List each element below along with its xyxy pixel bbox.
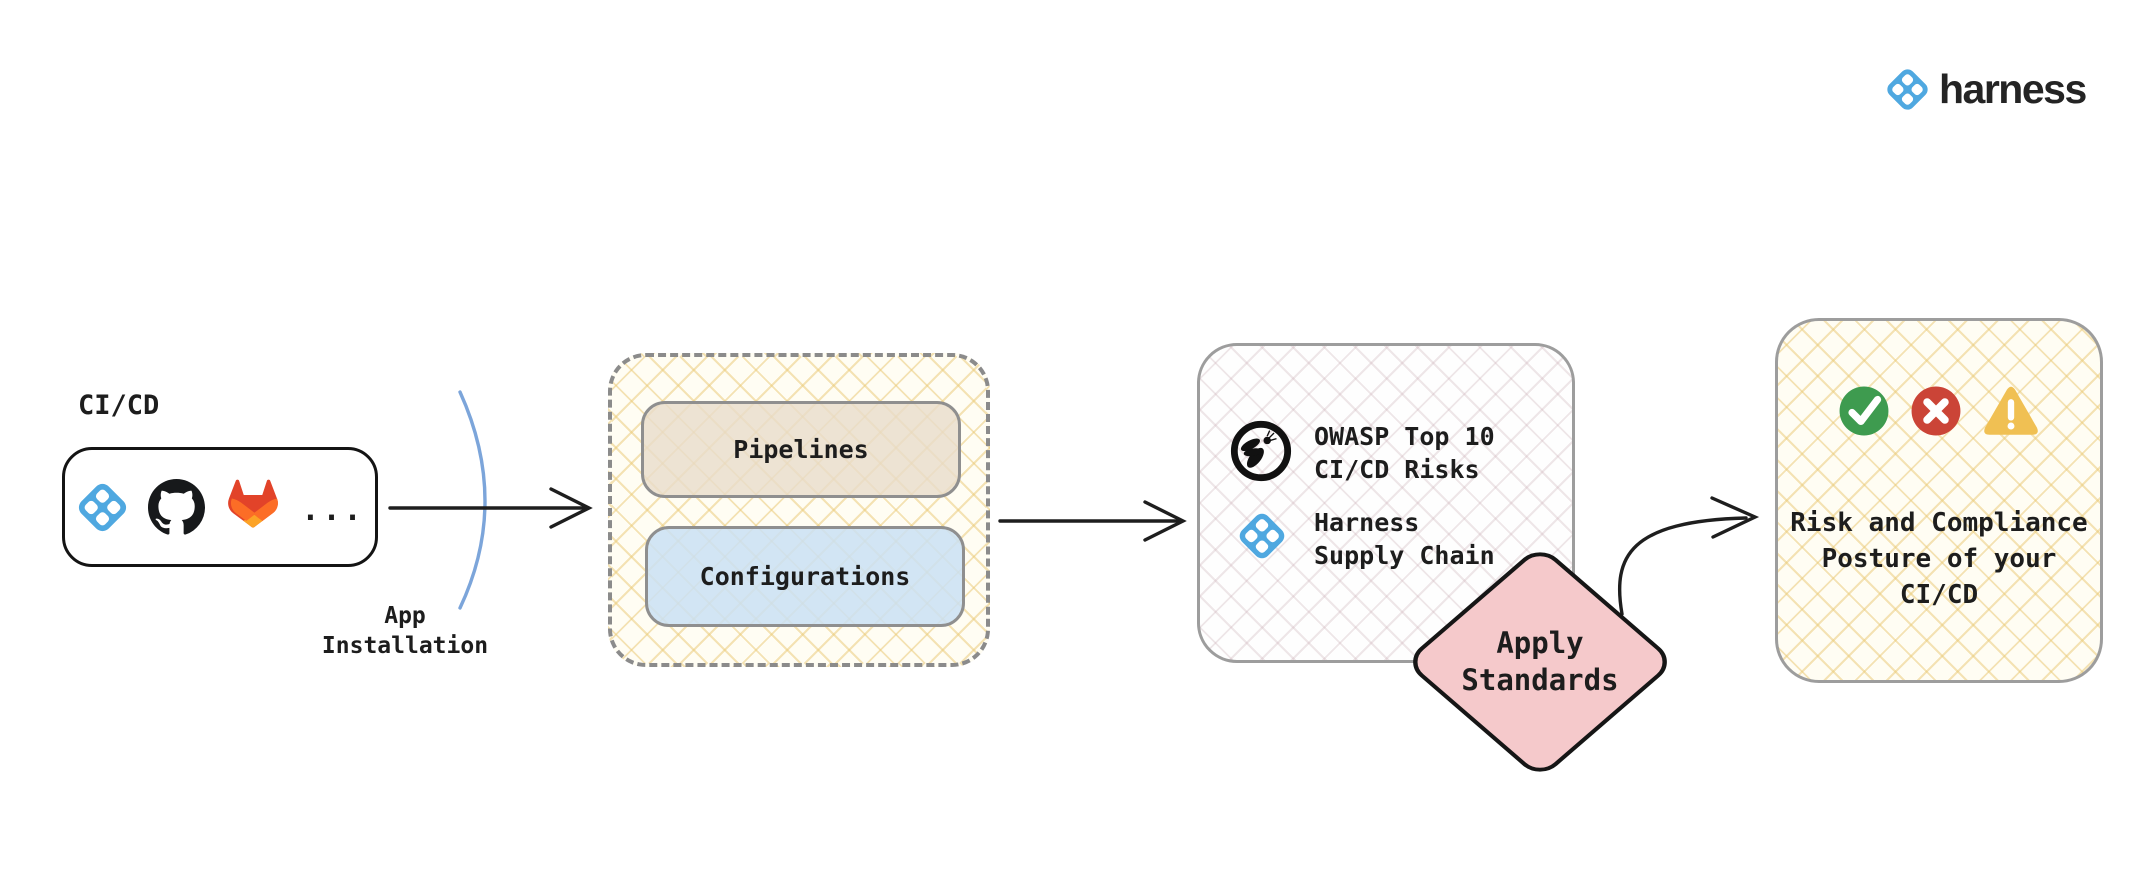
configurations-label: Configurations bbox=[699, 562, 911, 591]
brand-wordmark: harness bbox=[1939, 66, 2087, 112]
configurations-node: Configurations bbox=[645, 526, 965, 627]
apply-standards-diamond bbox=[1413, 552, 1667, 772]
github-icon bbox=[148, 478, 206, 535]
arrow-pipelines-to-standards bbox=[998, 500, 1187, 542]
pipelines-node: Pipelines bbox=[641, 401, 961, 498]
outcome-box: Risk and Compliance Posture of your CI/C… bbox=[1775, 318, 2103, 683]
outcome-label: Risk and Compliance Posture of your CI/C… bbox=[1790, 508, 2088, 610]
cicd-source-box: ... bbox=[62, 447, 378, 567]
harness-logo-icon bbox=[1887, 69, 1928, 110]
cross-icon bbox=[1911, 386, 1961, 436]
harness-icon bbox=[79, 483, 127, 531]
more-providers-label: ... bbox=[301, 492, 365, 528]
apply-standards-label: Apply Standards bbox=[1461, 626, 1619, 697]
owasp-label: OWASP Top 10 CI/CD Risks bbox=[1314, 422, 1495, 484]
warning-icon bbox=[1984, 386, 2038, 435]
cicd-title: CI/CD bbox=[78, 390, 160, 421]
arrow-source-to-pipelines bbox=[388, 487, 593, 529]
check-icon bbox=[1839, 386, 1889, 436]
harness-supply-chain-label: Harness Supply Chain bbox=[1314, 508, 1495, 570]
app-installation-label: App Installation bbox=[321, 603, 489, 659]
harness-supply-chain-icon bbox=[1239, 513, 1285, 559]
owasp-icon bbox=[1230, 420, 1292, 482]
gitlab-icon bbox=[228, 479, 279, 528]
harness-platform-container: Pipelines Configurations bbox=[608, 353, 990, 667]
status-icons-row bbox=[1778, 385, 2100, 437]
brand-logo: harness bbox=[1884, 66, 2087, 113]
app-installation-bracket bbox=[458, 390, 487, 610]
pipelines-label: Pipelines bbox=[733, 435, 869, 464]
